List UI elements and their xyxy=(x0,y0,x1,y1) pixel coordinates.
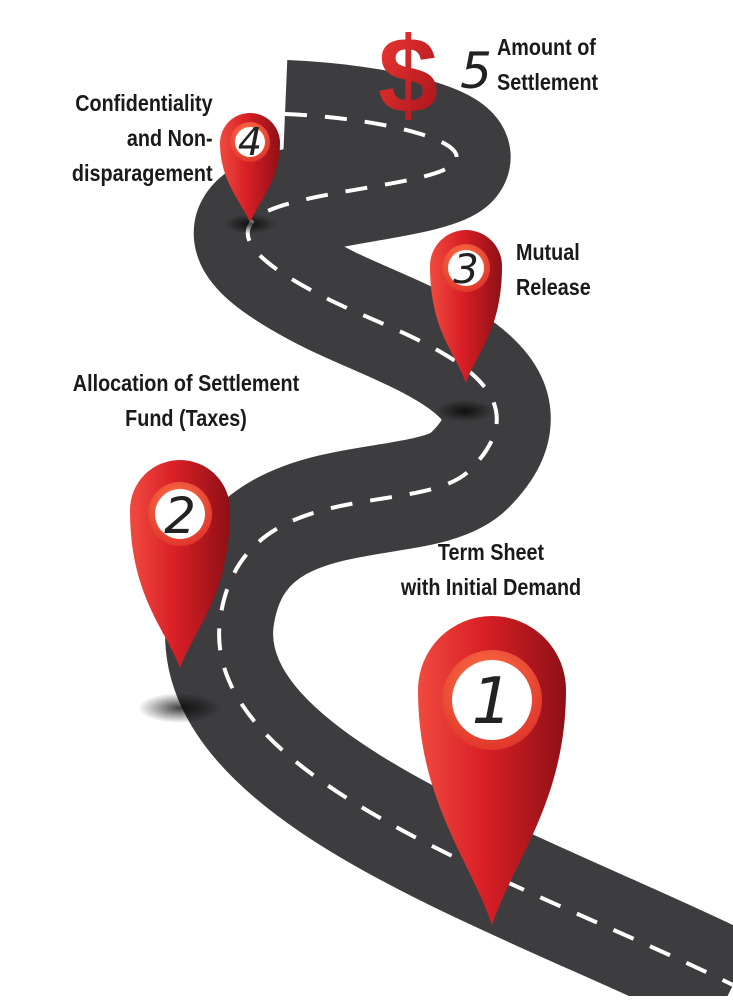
dollar-sign-icon: $ xyxy=(378,14,438,135)
pin-1-number: 1 xyxy=(472,665,513,739)
pin-4-number: 4 xyxy=(238,120,262,164)
pin-2-number: 2 xyxy=(164,487,196,545)
pin-2: 2 xyxy=(130,460,230,723)
pin-3: 3 xyxy=(430,230,502,422)
pin-1: 1 xyxy=(418,616,566,925)
step-3-label: Mutual Release xyxy=(516,239,591,300)
step-5-label: Amount of Settlement xyxy=(497,34,599,95)
pin-4: 4 xyxy=(220,113,280,234)
step-4-label: Confidentiality and Non- disparagement xyxy=(72,90,214,186)
pin-3-number: 3 xyxy=(453,247,478,293)
step-5-number: 5 xyxy=(460,42,492,100)
road-center-line xyxy=(217,112,733,987)
